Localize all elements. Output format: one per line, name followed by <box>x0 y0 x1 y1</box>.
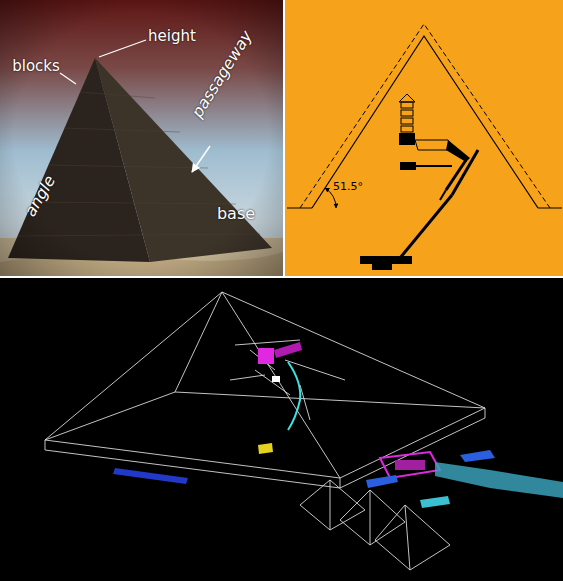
blocks-label: blocks <box>12 58 60 75</box>
base-label: base <box>217 205 255 223</box>
angle-value: 51.5° <box>333 181 363 193</box>
cross-section-panel <box>285 0 563 276</box>
passageway-label: passageway <box>188 27 255 120</box>
photo-panel <box>0 0 283 276</box>
wireframe-panel <box>0 278 563 581</box>
angle-label: angle <box>21 172 58 219</box>
height-label: height <box>148 28 196 45</box>
